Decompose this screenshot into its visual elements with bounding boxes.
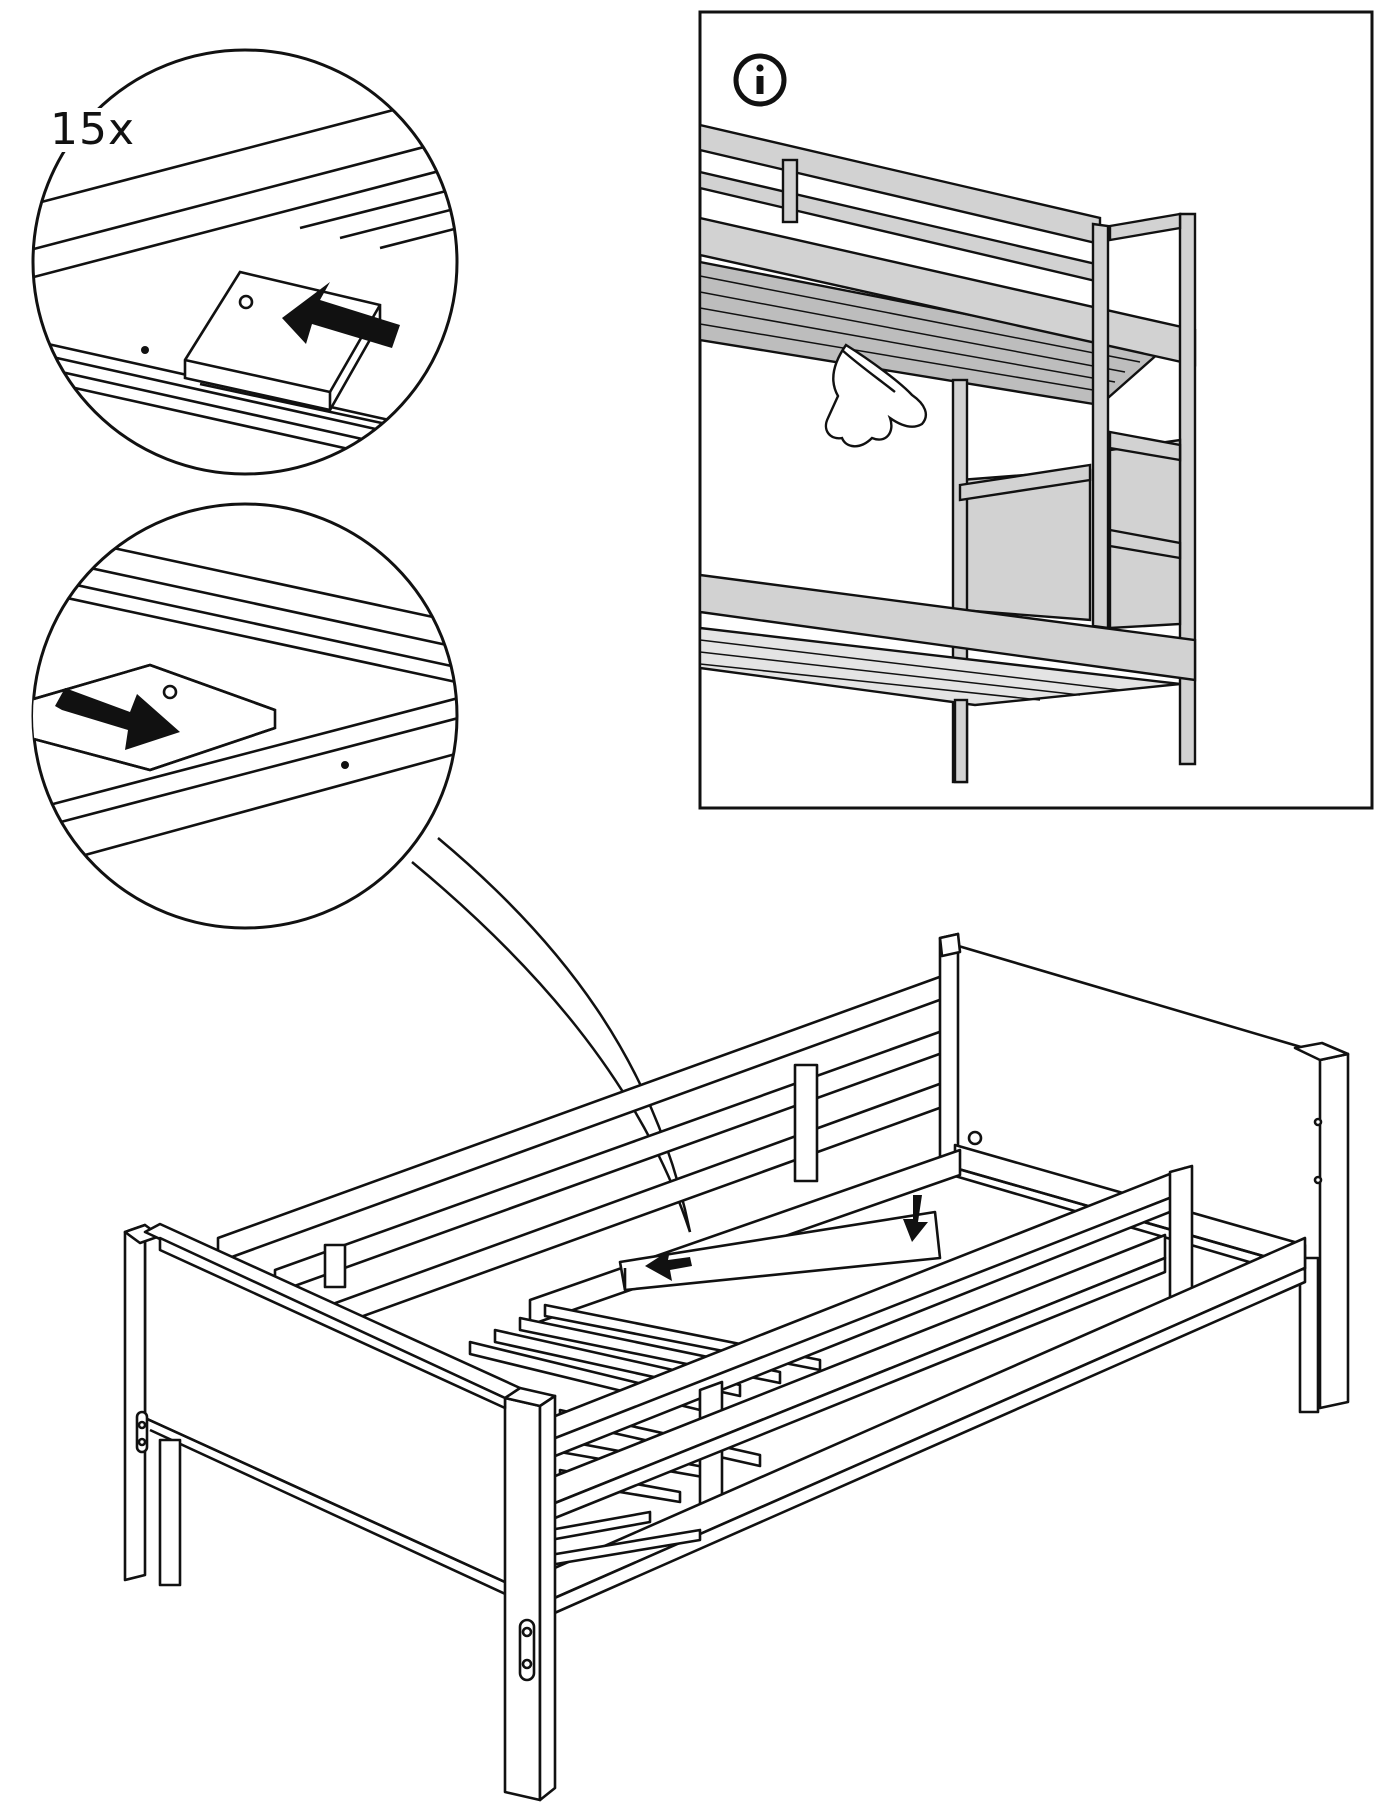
slat-board	[618, 1210, 942, 1292]
detail-circle-bottom	[31, 502, 459, 930]
quantity-label: 15x	[46, 108, 140, 152]
arrow-icon	[645, 1250, 692, 1281]
bed-frame	[123, 932, 1350, 1802]
hand-pointer-icon	[824, 343, 927, 448]
detail-circle-top	[31, 48, 459, 476]
info-panel	[698, 10, 1374, 810]
arrow-icon	[55, 688, 180, 750]
arrow-icon	[282, 282, 400, 348]
info-icon	[733, 53, 787, 107]
callout-leader	[411, 837, 692, 1233]
arrow-icon	[903, 1195, 928, 1242]
